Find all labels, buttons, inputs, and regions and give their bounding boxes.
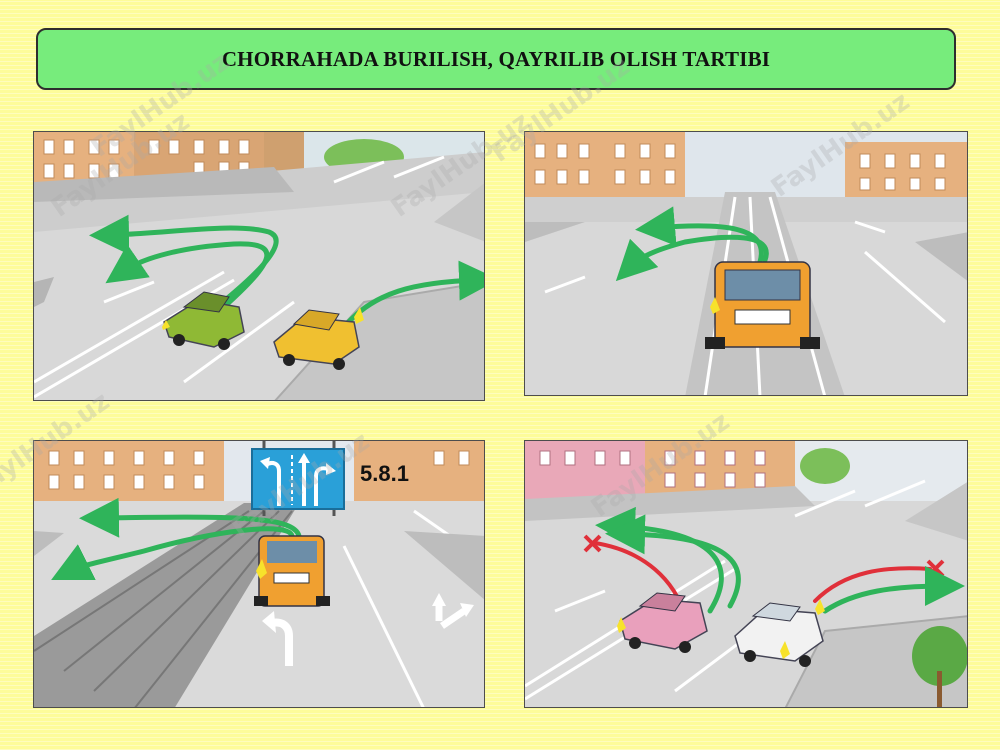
lane-sign-icon: [251, 441, 345, 516]
orange-suv-icon: [705, 261, 820, 349]
panel-1: [33, 131, 485, 401]
panel-2: [524, 131, 968, 396]
panel-4: [524, 440, 968, 708]
road-arrow-icon: [262, 593, 474, 666]
sign-code-label: 5.8.1: [360, 461, 409, 486]
panel-3: [33, 440, 485, 708]
page-title: CHORRAHADA BURILISH, QAYRILIB OLISH TART…: [221, 46, 771, 71]
building-icon: [34, 132, 404, 192]
building-icon: [525, 132, 967, 202]
tree-icon: [912, 626, 967, 707]
green-car-icon: [162, 291, 245, 350]
yellow-car-icon: [273, 307, 364, 370]
building-icon: [34, 441, 484, 501]
title-bar: CHORRAHADA BURILISH, QAYRILIB OLISH TART…: [36, 28, 956, 90]
orange-car-icon: [254, 535, 330, 607]
pink-car-icon: [617, 592, 708, 653]
white-car-icon: [734, 599, 825, 667]
